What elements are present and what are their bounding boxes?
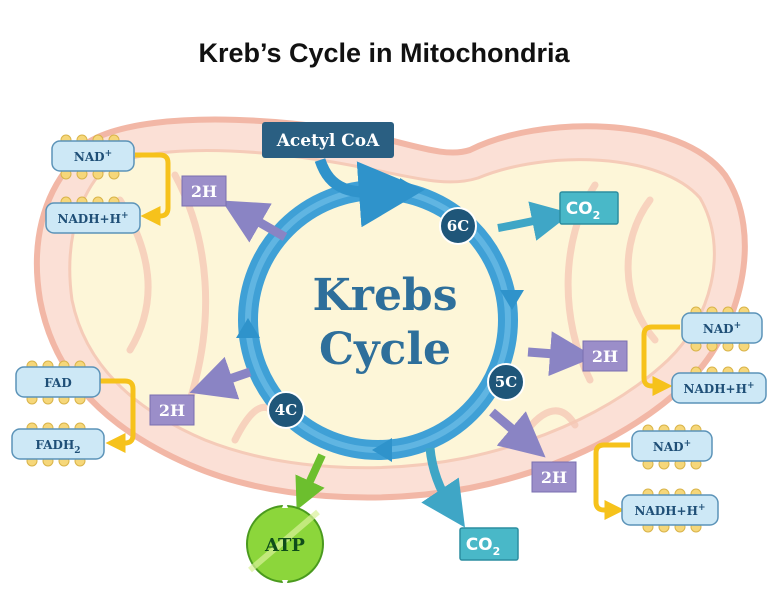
ring-arrow-right xyxy=(500,290,524,310)
carrier-pill-nadh-top-left: NADH+H+ xyxy=(45,196,141,234)
acetyl-coa-arrow xyxy=(314,158,425,228)
atp-molecule: ATP xyxy=(246,500,324,588)
h2-arrow-bottom-right xyxy=(489,408,546,458)
co2-bottom-arrow xyxy=(421,447,465,528)
fad-conversion-arrow-left xyxy=(100,378,136,453)
ring-arrow-bottom xyxy=(372,438,392,462)
h2-box-top-left xyxy=(181,175,227,207)
h2-arrow-left xyxy=(189,356,252,400)
nad-conversion-arrow-right xyxy=(641,324,680,396)
co2-box-top xyxy=(559,191,619,225)
carrier-pill-nad-top-left: NAD+ xyxy=(51,134,135,180)
badge-5c: 5C xyxy=(487,363,525,401)
h2-box-bottom-right xyxy=(531,461,577,493)
h2-arrow-top-left xyxy=(221,200,288,243)
badge-6c-label: 6C xyxy=(447,217,469,235)
co2-label-bottom: CO2 xyxy=(466,535,501,558)
h2-label-top-left: 2H xyxy=(191,182,217,201)
fadh2-label: FADH2 xyxy=(35,438,80,456)
carrier-pill-nad-bottom-right: NAD+ xyxy=(631,424,713,470)
co2-top-arrow xyxy=(497,201,572,241)
badge-5c-label: 5C xyxy=(495,373,517,391)
badge-4c: 4C xyxy=(267,391,305,429)
nad-label-right: NAD+ xyxy=(703,321,741,336)
h2-label-left: 2H xyxy=(159,401,185,420)
nad-conversion-arrow-top-left xyxy=(135,152,171,226)
fad-label: FAD xyxy=(44,376,72,390)
h2-label-right: 2H xyxy=(592,347,618,366)
ring-arrow-left xyxy=(236,318,260,338)
atp-label: ATP xyxy=(264,535,305,556)
atp-arrow xyxy=(295,453,326,511)
carrier-pill-nadh-bottom-right: NADH+H+ xyxy=(621,488,719,533)
nad-label-top-left: NAD+ xyxy=(74,149,112,164)
h2-arrow-right xyxy=(527,331,595,377)
h2-label-bottom-right: 2H xyxy=(541,468,567,487)
badge-4c-label: 4C xyxy=(275,401,297,419)
carrier-pill-nad-right: NAD+ xyxy=(681,306,763,352)
badge-6c: 6C xyxy=(439,207,477,245)
carrier-pill-fadh2-left: FADH2 xyxy=(11,422,105,467)
h2-box-right xyxy=(582,340,628,372)
nadh-label-right: NADH+H+ xyxy=(684,381,755,396)
carrier-pill-nadh-right: NADH+H+ xyxy=(671,366,767,404)
acetyl-coa-label: Acetyl CoA xyxy=(276,131,380,151)
carrier-pill-fad-left: FAD xyxy=(15,360,101,405)
nadh-label-top-left: NADH+H+ xyxy=(58,211,129,226)
page-title: Kreb’s Cycle in Mitochondria xyxy=(198,38,570,68)
cycle-label-line1: Krebs xyxy=(313,270,458,321)
nad-conversion-arrow-bottom-right xyxy=(593,442,630,520)
co2-label-top: CO2 xyxy=(566,199,601,222)
h2-box-left xyxy=(149,394,195,426)
nad-label-bottom-right: NAD+ xyxy=(653,439,691,454)
nadh-label-bottom-right: NADH+H+ xyxy=(635,503,706,518)
co2-box-bottom xyxy=(459,527,519,561)
acetyl-coa-box xyxy=(262,122,394,158)
cycle-label-line2: Cycle xyxy=(319,324,451,375)
